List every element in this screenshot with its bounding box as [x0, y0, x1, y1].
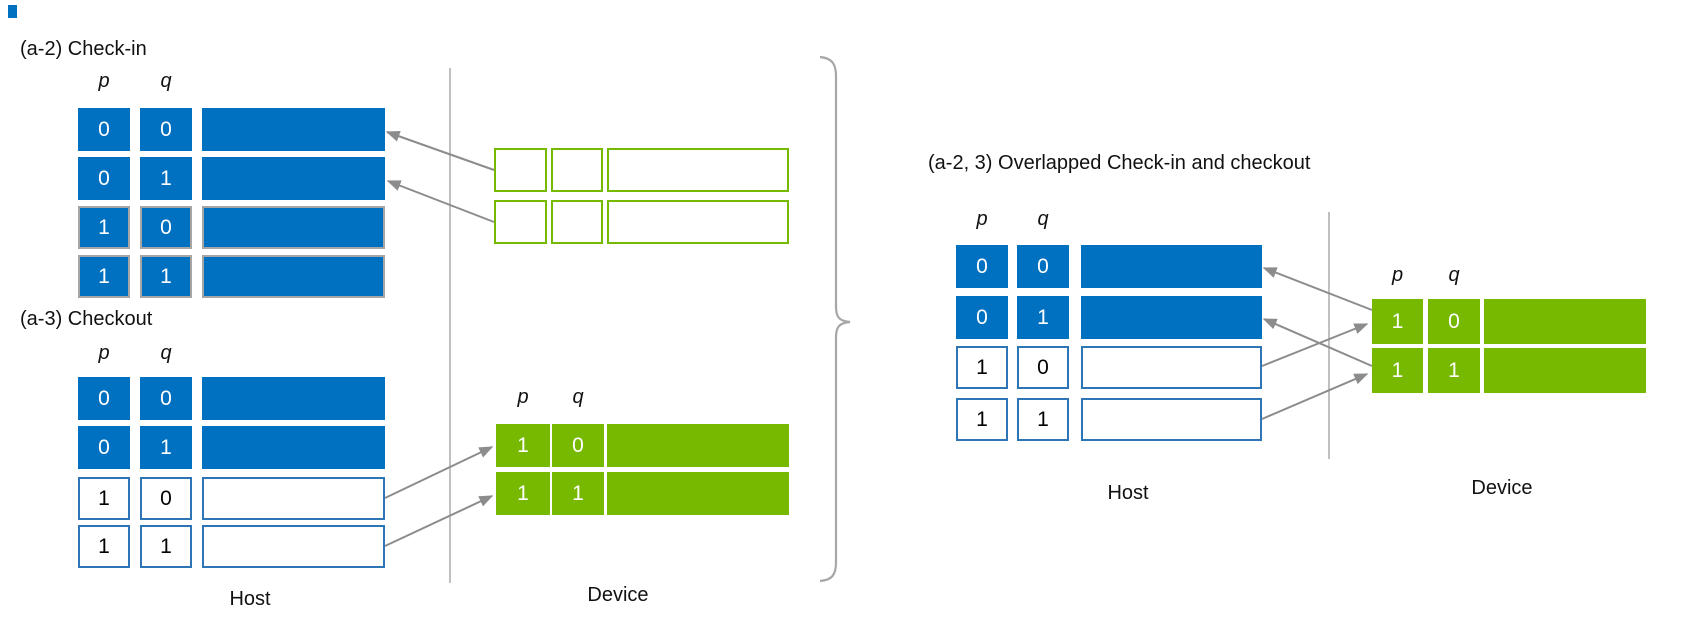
checkout-title: (a-3) Checkout	[20, 308, 153, 330]
checkout-row3-memory-bar	[202, 525, 385, 568]
right-host-row2-p-cell: 1	[956, 346, 1008, 389]
overlap-checkin-arrow-icon	[1262, 318, 1373, 367]
checkin-row0-q-cell: 0	[140, 108, 192, 151]
checkin-row1-q-cell: 1	[140, 157, 192, 200]
host-label-right: Host	[1107, 482, 1149, 504]
checkout-row2-memory-bar	[202, 477, 385, 520]
right-host-row3-memory-bar	[1081, 398, 1262, 441]
grouping-brace-icon	[819, 55, 851, 583]
overlapped-title: (a-2, 3) Overlapped Check-in and checkou…	[928, 152, 1311, 174]
right-host-row1-memory-bar	[1081, 296, 1262, 339]
right-device-header-p: p	[1391, 264, 1404, 286]
right-host-row1-q-cell: 1	[1017, 296, 1069, 339]
checkin-arrow-icon	[385, 130, 495, 171]
checkin-row3-p-cell: 1	[78, 255, 130, 298]
checkout-row3-p-cell: 1	[78, 525, 130, 568]
stray-mark	[8, 5, 17, 18]
checkout-header-p: p	[98, 342, 110, 364]
device-table-header-q: q	[572, 386, 584, 408]
device-empty-row0-memory-bar	[607, 148, 789, 192]
device-label-right: Device	[1471, 477, 1533, 499]
device-empty-row0-q-cell	[551, 148, 603, 192]
overlap-checkout-arrow-icon	[1261, 323, 1369, 367]
right-device-row1-memory-bar	[1484, 348, 1646, 393]
overlap-checkin-arrow-icon	[1262, 267, 1373, 311]
checkout-row2-q-cell: 0	[140, 477, 192, 520]
checkout-row3-q-cell: 1	[140, 525, 192, 568]
device-table-row1-memory-bar	[607, 472, 789, 515]
checkout-row0-q-cell: 0	[140, 377, 192, 420]
checkin-row1-p-cell: 0	[78, 157, 130, 200]
checkin-row2-q-cell: 0	[140, 206, 192, 249]
checkout-row0-p-cell: 0	[78, 377, 130, 420]
right-device-row0-q-cell: 0	[1428, 299, 1480, 344]
device-empty-row0-p-cell	[494, 148, 547, 192]
checkin-row0-memory-bar	[202, 108, 385, 151]
device-table-row0-q-cell: 0	[552, 424, 604, 467]
checkin-row3-q-cell: 1	[140, 255, 192, 298]
checkin-header-q: q	[160, 70, 172, 92]
checkout-arrow-icon	[384, 446, 494, 499]
device-empty-row1-memory-bar	[607, 200, 789, 244]
checkout-row1-q-cell: 1	[140, 426, 192, 469]
right-device-header-q: q	[1448, 264, 1460, 286]
checkin-row2-p-cell: 1	[78, 206, 130, 249]
right-host-row3-q-cell: 1	[1017, 398, 1069, 441]
checkout-arrow-icon	[384, 495, 494, 547]
right-host-header-q: q	[1037, 208, 1049, 230]
checkout-header-q: q	[160, 342, 172, 364]
device-table-row0-p-cell: 1	[496, 424, 550, 467]
device-empty-row1-p-cell	[494, 200, 547, 244]
device-table-row1-p-cell: 1	[496, 472, 550, 515]
checkin-row2-memory-bar	[202, 206, 385, 249]
overlap-checkout-arrow-icon	[1261, 373, 1369, 420]
right-host-row2-q-cell: 0	[1017, 346, 1069, 389]
right-host-row2-memory-bar	[1081, 346, 1262, 389]
device-table-row0-memory-bar	[607, 424, 789, 467]
right-host-row1-p-cell: 0	[956, 296, 1008, 339]
device-label-left: Device	[587, 584, 649, 606]
device-table-header-p: p	[517, 386, 529, 408]
right-host-header-p: p	[976, 208, 988, 230]
checkout-row0-memory-bar	[202, 377, 385, 420]
right-device-row0-p-cell: 1	[1372, 299, 1423, 344]
device-table-row1-q-cell: 1	[552, 472, 604, 515]
checkin-title: (a-2) Check-in	[20, 38, 147, 60]
right-device-row1-p-cell: 1	[1372, 348, 1423, 393]
checkout-row1-memory-bar	[202, 426, 385, 469]
right-host-row0-q-cell: 0	[1017, 245, 1069, 288]
checkin-row3-memory-bar	[202, 255, 385, 298]
right-host-row3-p-cell: 1	[956, 398, 1008, 441]
checkin-row1-memory-bar	[202, 157, 385, 200]
checkin-arrow-icon	[386, 180, 495, 223]
right-device-row1-q-cell: 1	[1428, 348, 1480, 393]
right-host-row0-memory-bar	[1081, 245, 1262, 288]
host-label-left: Host	[229, 588, 271, 610]
right-host-row0-p-cell: 0	[956, 245, 1008, 288]
checkout-row1-p-cell: 0	[78, 426, 130, 469]
checkin-row0-p-cell: 0	[78, 108, 130, 151]
right-device-row0-memory-bar	[1484, 299, 1646, 344]
device-empty-row1-q-cell	[551, 200, 603, 244]
checkout-row2-p-cell: 1	[78, 477, 130, 520]
checkin-header-p: p	[98, 70, 110, 92]
